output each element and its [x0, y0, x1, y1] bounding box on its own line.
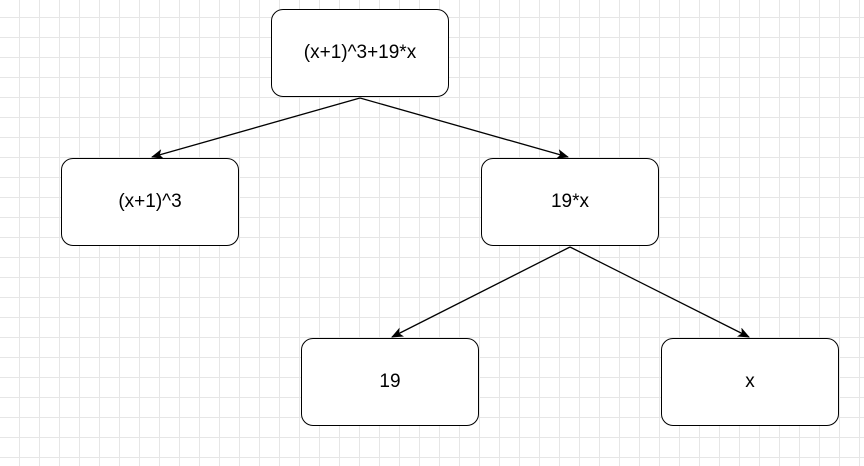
node-right[interactable]: 19*x	[481, 158, 659, 246]
node-19-label: 19	[379, 371, 401, 392]
node-root-label: (x+1)^3+19*x	[303, 42, 417, 63]
edge-root-to-right	[359, 97, 569, 159]
node-19[interactable]: 19	[301, 338, 479, 426]
edge-right-to-x	[569, 246, 750, 338]
edge-root-to-left	[151, 97, 361, 159]
node-root[interactable]: (x+1)^3+19*x	[271, 9, 449, 97]
node-x[interactable]: x	[661, 338, 839, 426]
edge-right-to-19	[391, 246, 571, 338]
node-right-label: 19*x	[550, 191, 590, 212]
node-left-label: (x+1)^3	[118, 191, 182, 212]
node-left[interactable]: (x+1)^3	[61, 158, 239, 246]
node-x-label: x	[745, 371, 755, 392]
